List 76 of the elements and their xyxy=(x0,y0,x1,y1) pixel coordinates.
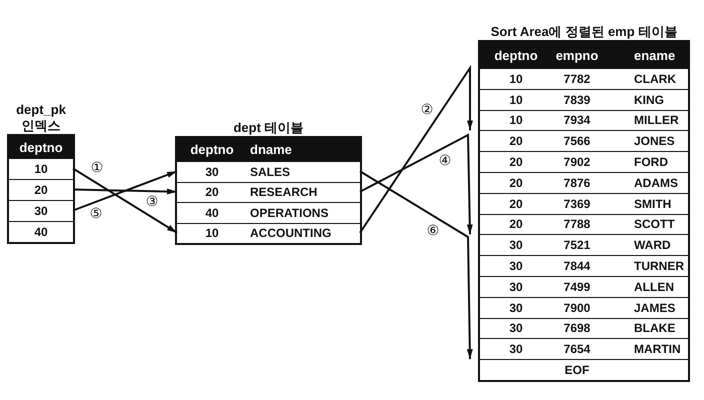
table-cell: 30 xyxy=(509,280,523,294)
table-cell: 7521 xyxy=(564,238,590,252)
table-cell: 7902 xyxy=(564,155,590,170)
table-cell: OPERATIONS xyxy=(250,206,328,220)
table-cell: JAMES xyxy=(634,300,676,315)
table-cell: 20 xyxy=(509,176,523,190)
table-cell: 7369 xyxy=(564,196,590,211)
table-cell: 10 xyxy=(509,92,523,107)
table-cell: 30 xyxy=(509,342,523,356)
arrow xyxy=(360,133,473,234)
table-cell: TURNER xyxy=(634,259,684,274)
table-cell: MARTIN xyxy=(634,342,681,356)
table-cell: 7566 xyxy=(564,134,590,148)
table-cell: WARD xyxy=(634,238,671,252)
table-cell: 20 xyxy=(34,183,48,197)
table-cell: 7499 xyxy=(564,280,590,294)
table-cell: 20 xyxy=(509,217,523,232)
table-cell: RESEARCH xyxy=(250,185,318,200)
table-title: Sort Area에 정렬된 emp 테이블 xyxy=(490,24,678,40)
table-cell: 30 xyxy=(509,300,523,315)
table-cell: 7876 xyxy=(564,176,590,190)
table-title: dept_pk 인덱스 xyxy=(15,102,67,134)
table-cell: 20 xyxy=(509,196,523,211)
column-header: empno xyxy=(556,48,598,62)
table-cell: ALLEN xyxy=(634,280,674,294)
edge-label: ⑤ xyxy=(90,206,102,222)
table-cell: 7934 xyxy=(564,113,590,128)
table-cell: 30 xyxy=(205,164,219,179)
table-cell: 7782 xyxy=(564,72,590,86)
table-cell: 7698 xyxy=(564,321,590,336)
table-cell: 20 xyxy=(509,134,523,148)
table-cell: KING xyxy=(634,92,664,107)
arrow xyxy=(72,170,178,212)
column-header: dname xyxy=(250,142,292,157)
table-cell: 7839 xyxy=(564,92,590,107)
table-title: dept 테이블 xyxy=(233,120,304,136)
table-cell: EOF xyxy=(564,363,590,378)
table-cell: CLARK xyxy=(634,72,676,86)
table-cell: 10 xyxy=(205,226,219,240)
arrow xyxy=(72,188,178,195)
table-cell: 30 xyxy=(509,259,523,274)
table-cell: 20 xyxy=(205,185,219,200)
table-cell: JONES xyxy=(634,134,675,148)
table-cell: 30 xyxy=(509,321,523,336)
column-header: ename xyxy=(634,48,676,62)
column-header: deptno xyxy=(190,142,234,157)
table-cell: ACCOUNTING xyxy=(250,226,332,240)
edge-label: ② xyxy=(420,102,434,118)
arrow xyxy=(359,170,473,360)
table-cell: 7654 xyxy=(564,342,590,356)
table-cell: 30 xyxy=(34,204,48,218)
table-cell: SALES xyxy=(250,164,290,179)
table-cell: 10 xyxy=(34,162,48,176)
arrow xyxy=(72,168,178,234)
table-cell: 40 xyxy=(205,206,219,220)
column-header: deptno xyxy=(19,140,63,154)
table-cell: SCOTT xyxy=(634,217,675,232)
table-cell: MILLER xyxy=(634,113,679,128)
table-cell: 10 xyxy=(509,113,523,128)
table-cell: FORD xyxy=(634,155,668,170)
edge-label: ① xyxy=(90,160,104,176)
table-cell: SMITH xyxy=(634,196,672,211)
table-cell: 7844 xyxy=(564,259,590,274)
table-cell: 20 xyxy=(509,155,523,170)
edge-label: ⑥ xyxy=(426,224,440,238)
edge-label: ③ xyxy=(146,194,158,210)
table-cell: 10 xyxy=(509,72,523,86)
table-cell: ADAMS xyxy=(634,176,678,190)
table-cell: BLAKE xyxy=(634,321,676,336)
table-cell: 7900 xyxy=(564,300,590,315)
table-cell: 7788 xyxy=(564,217,590,232)
edge-label: ④ xyxy=(438,154,452,168)
arrow xyxy=(359,64,473,234)
table-cell: 30 xyxy=(509,238,523,252)
column-header: deptno xyxy=(494,48,538,62)
table-cell: 40 xyxy=(34,225,48,239)
